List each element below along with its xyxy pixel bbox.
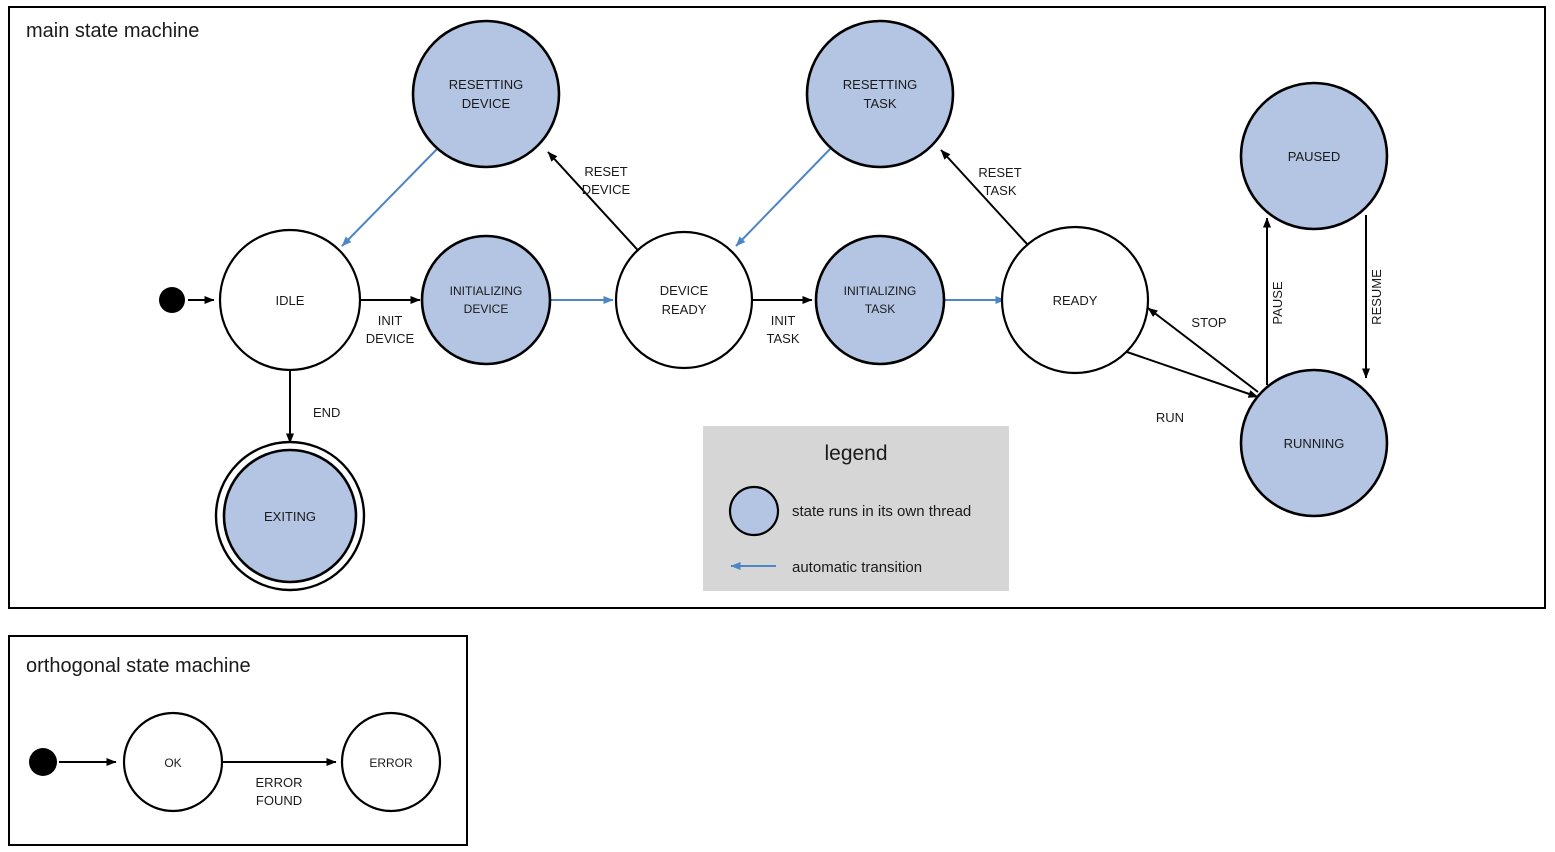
edge-label-init-task-line2: TASK [767, 331, 800, 346]
state-shape-ready[interactable] [1000, 225, 1150, 375]
state-shape-resetting-device[interactable] [411, 19, 561, 169]
state-label-resetting-device-line2: DEVICE [462, 96, 511, 111]
state-node-initializing-device[interactable]: INITIALIZING DEVICE [420, 234, 552, 366]
state-label-idle: IDLE [276, 293, 305, 308]
state-node-paused[interactable]: PAUSED [1239, 81, 1389, 231]
legend: legend state runs in its own thread auto… [703, 426, 1009, 591]
state-label-resetting-task-line1: RESETTING [843, 77, 917, 92]
state-shape-ok[interactable] [122, 711, 224, 813]
legend-item-1-label: state runs in its own thread [792, 503, 971, 520]
edge-label-reset-task-line2: TASK [984, 183, 1017, 198]
state-label-resetting-device-line1: RESETTING [449, 77, 523, 92]
state-label-device-ready-line2: READY [662, 302, 707, 317]
edge-label-init-device-line1: INIT [378, 313, 403, 328]
transition-running-to-ready [1147, 307, 1259, 393]
edge-label-error-found-line2: FOUND [256, 793, 302, 808]
state-label-paused: PAUSED [1288, 149, 1341, 164]
legend-thread-state-swatch-icon [728, 485, 780, 537]
state-label-exiting: EXITING [264, 509, 316, 524]
transition-ready-to-running [1126, 351, 1259, 398]
edge-label-run: RUN [1156, 410, 1184, 425]
state-node-ready[interactable]: READY [1000, 225, 1150, 375]
transition-resetting-task-to-device-ready [735, 147, 832, 247]
state-label-running: RUNNING [1284, 436, 1345, 451]
state-shape-idle[interactable] [218, 228, 362, 372]
transition-device-ready-to-resetting-device [547, 151, 646, 259]
states-layer: IDLE RESETTING DEVICE INITIALIZING DEVIC… [214, 19, 1389, 592]
edge-label-pause: PAUSE [1270, 281, 1285, 324]
state-label-device-ready-line1: DEVICE [660, 283, 709, 298]
edge-label-end: END [313, 405, 340, 420]
state-shape-running[interactable] [1239, 368, 1389, 518]
state-label-ok: OK [164, 756, 181, 770]
edge-label-error-found-line1: ERROR [256, 775, 303, 790]
state-shape-resetting-task[interactable] [805, 19, 955, 169]
state-label-ready: READY [1053, 293, 1098, 308]
state-label-initializing-device-line2: DEVICE [464, 302, 509, 316]
state-node-ok[interactable]: OK [122, 711, 224, 813]
legend-title: legend [824, 442, 887, 465]
state-node-error[interactable]: ERROR [340, 711, 442, 813]
state-node-device-ready[interactable]: DEVICE READY [614, 230, 754, 370]
legend-item-2-label: automatic transition [792, 559, 922, 576]
state-node-running[interactable]: RUNNING [1239, 368, 1389, 518]
edge-label-resume: RESUME [1369, 269, 1384, 325]
state-node-idle[interactable]: IDLE [218, 228, 362, 372]
state-shape-initializing-device[interactable] [420, 234, 552, 366]
state-node-resetting-task[interactable]: RESETTING TASK [805, 19, 955, 169]
state-shape-paused[interactable] [1239, 81, 1389, 231]
state-shape-device-ready[interactable] [614, 230, 754, 370]
state-node-resetting-device[interactable]: RESETTING DEVICE [411, 19, 561, 169]
edge-label-reset-device-line2: DEVICE [582, 182, 631, 197]
state-label-initializing-task-line1: INITIALIZING [844, 284, 917, 298]
transitions-layer: INIT DEVICE RESET DEVICE INIT TASK RESET… [188, 147, 1384, 444]
state-node-initializing-task[interactable]: INITIALIZING TASK [814, 234, 946, 366]
state-shape-initializing-task[interactable] [814, 234, 946, 366]
state-label-initializing-device-line1: INITIALIZING [450, 284, 523, 298]
state-label-initializing-task-line2: TASK [865, 302, 895, 316]
edge-label-init-task-line1: INIT [771, 313, 796, 328]
initial-state-dot-orthogonal [29, 748, 57, 776]
edge-label-reset-task-line1: RESET [978, 165, 1021, 180]
edge-label-reset-device-line1: RESET [584, 164, 627, 179]
edge-label-init-device-line2: DEVICE [366, 331, 415, 346]
transition-resetting-device-to-idle [341, 147, 439, 247]
state-shape-error[interactable] [340, 711, 442, 813]
state-shape-exiting[interactable] [222, 448, 358, 584]
edge-label-stop: STOP [1191, 315, 1226, 330]
main-frame-title: main state machine [26, 20, 199, 42]
state-node-exiting[interactable]: EXITING [214, 440, 366, 592]
orthogonal-state-machine-frame: orthogonal state machine ERROR FOUND OK … [8, 635, 468, 846]
state-label-error: ERROR [369, 756, 413, 770]
orthogonal-frame-title: orthogonal state machine [26, 655, 251, 677]
transition-ready-to-resetting-task [940, 149, 1039, 257]
initial-state-dot-main [159, 287, 185, 313]
state-label-resetting-task-line2: TASK [864, 96, 897, 111]
